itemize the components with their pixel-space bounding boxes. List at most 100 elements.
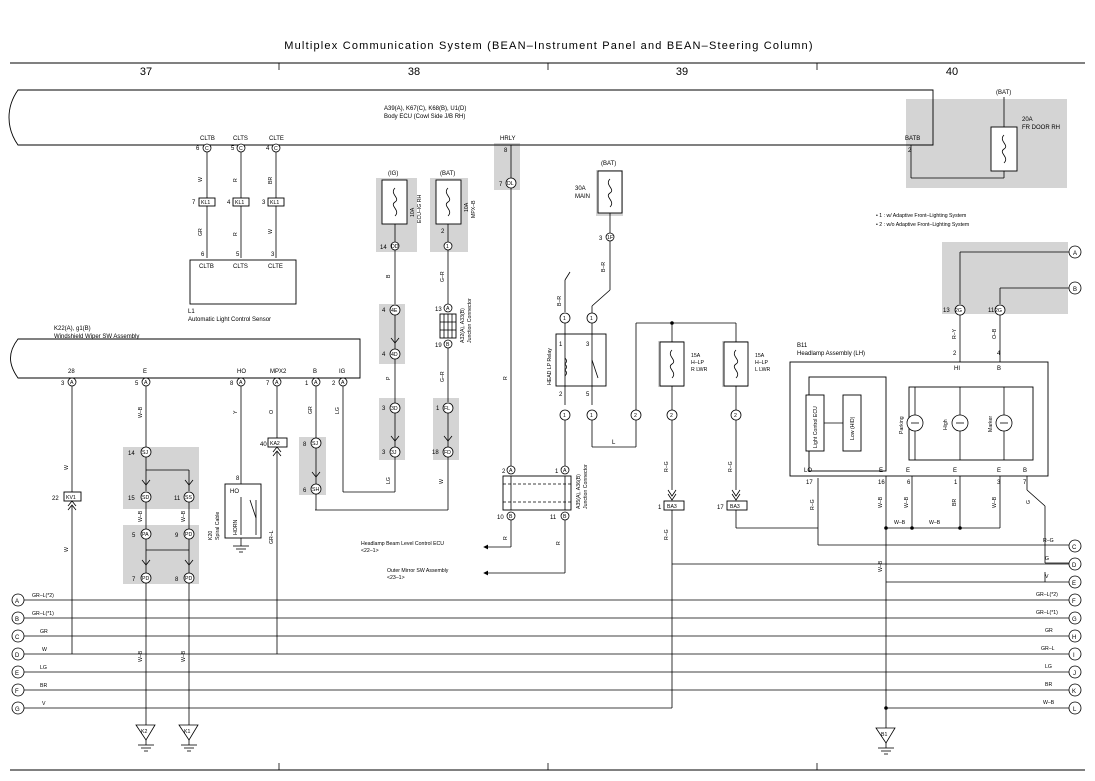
svg-text:1: 1 (590, 413, 593, 419)
column-38: 38 (408, 66, 420, 78)
note-2: • 2 : w/o Adaptive Front–Lighting System (876, 222, 969, 228)
svg-text:11: 11 (174, 496, 181, 502)
hl-pin-e2: E (906, 468, 910, 474)
wire-b: B (386, 274, 392, 278)
wire-l: L (612, 440, 616, 446)
right-k-wire: BR (1045, 682, 1052, 688)
svg-text:B: B (446, 342, 450, 348)
hl-pin-e1: E (879, 468, 883, 474)
wiper-pin-ig: IG (339, 369, 346, 375)
svg-text:17: 17 (806, 480, 813, 486)
wire-gr-l: GR–L (269, 530, 275, 544)
pin-label-batb: BATB (905, 136, 920, 142)
svg-text:5: 5 (231, 146, 235, 152)
fuse-mpx-b: (BAT) 10A MPX–B 1 2 G–R (435, 171, 477, 304)
sensor-cltb: CLTB (199, 264, 214, 270)
left-e-wire: LG (40, 665, 47, 671)
svg-text:3: 3 (61, 381, 65, 387)
right-e-wire: V (1045, 574, 1049, 580)
ba3-b: BA3 (730, 504, 740, 510)
svg-text:1: 1 (590, 316, 593, 322)
svg-text:4: 4 (382, 308, 386, 314)
svg-text:13: 13 (943, 308, 950, 314)
sensor-id: L1 (188, 309, 195, 315)
left-f-letter: F (15, 689, 19, 695)
connector-3d-3j: 3D 3 3J 3 LG (382, 402, 401, 492)
wire-lg2: LG (335, 407, 341, 414)
right-l-letter: L (1073, 707, 1077, 713)
hl-pin-b: B (997, 366, 1001, 372)
svg-text:A: A (509, 468, 513, 474)
l-lwr-side: L LWR (755, 367, 771, 373)
wiper-pin-ho: HO (237, 369, 246, 375)
wiper-desc: Windshield Wiper SW Assembly (54, 334, 139, 340)
left-bus-terminals: A GR–L(*2) B GR–L(*1) C GR D W E LG F BR… (11, 593, 54, 715)
right-i-wire: GR–L (1041, 646, 1055, 652)
spiral-desc: Spiral Cable (215, 512, 221, 540)
svg-text:1: 1 (305, 381, 309, 387)
a32-name: A32(A), A33(B) (460, 308, 466, 343)
svg-text:SS: SS (185, 495, 192, 501)
svg-text:14: 14 (380, 245, 387, 251)
svg-text:PA: PA (142, 532, 149, 538)
body-ecu-desc: Body ECU (Cowl Side J/B RH) (384, 114, 465, 120)
wire-r: R (233, 178, 239, 182)
ground-k2: K2 (135, 724, 156, 752)
diagram-title: Multiplex Communication System (BEAN–Ins… (284, 40, 814, 52)
svg-text:7: 7 (132, 577, 136, 583)
r-lwr-side: R LWR (691, 367, 708, 373)
hl-marker: Marker (988, 416, 994, 432)
wire-r2: R (233, 232, 239, 236)
svg-text:3: 3 (586, 342, 590, 348)
svg-text:6: 6 (201, 252, 205, 258)
headlamp-assembly: B11 Headlamp Assembly (LH) A B 2G 13 2G … (789, 245, 1082, 728)
svg-text:DL: DL (507, 181, 514, 187)
head-lp-relay: B–R 1 1 1 3 2 5 HEAD LP Relay 1 1 L 2 (547, 271, 736, 466)
hl-low: Low (HID) (850, 416, 856, 440)
svg-text:A: A (314, 380, 318, 386)
wire-gr2: GR (308, 406, 314, 414)
svg-text:4: 4 (997, 351, 1001, 357)
wire-br2: BR (952, 499, 958, 506)
left-a-wire: GR–L(*2) (32, 593, 54, 599)
svg-text:SH: SH (312, 487, 319, 493)
svg-text:5: 5 (586, 392, 590, 398)
wiper-pin-mpx2: MPX2 (270, 369, 287, 375)
svg-text:A: A (144, 380, 148, 386)
svg-text:A: A (446, 306, 450, 312)
left-e-letter: E (15, 671, 19, 677)
wiper-pin-28: 28 (68, 369, 75, 375)
wire-r4: R (503, 536, 509, 540)
main-supply: (BAT) (601, 161, 616, 167)
right-c-wire: R–G (1043, 538, 1054, 544)
headlamp-beam-label: Headlamp Beam Level Control ECU (361, 541, 444, 547)
svg-text:DD: DD (391, 244, 399, 250)
fr-door-rating: 20A (1022, 117, 1033, 123)
wire-g-r: G–R (440, 271, 446, 282)
sensor-clts: CLTS (233, 264, 248, 270)
svg-text:3D: 3D (391, 406, 398, 412)
hl-high: High (943, 419, 949, 430)
svg-text:A: A (563, 468, 567, 474)
svg-text:1F: 1F (607, 235, 613, 241)
right-h-letter: H (1072, 635, 1076, 641)
main-name: MAIN (575, 194, 590, 200)
svg-text:4: 4 (382, 352, 386, 358)
main-rating: 30A (575, 186, 586, 192)
svg-text:FL: FL (444, 406, 450, 412)
svg-text:A: A (239, 380, 243, 386)
pin-label-clts: CLTS (233, 136, 248, 142)
svg-text:8: 8 (175, 577, 179, 583)
r-lwr-rating: 15A (691, 353, 701, 359)
wire-g-r2: G–R (440, 371, 446, 382)
headlamp-beam-ref: <22–1> (361, 548, 379, 554)
svg-text:1: 1 (446, 244, 449, 250)
left-c-wire: GR (40, 629, 48, 635)
l-lwr-rating: 15A (755, 353, 765, 359)
mpx-supply: (BAT) (440, 171, 455, 177)
bus-lines (24, 563, 1069, 710)
l-lwr-name: H–LP (755, 360, 769, 366)
hl-pin-e3: E (953, 468, 957, 474)
